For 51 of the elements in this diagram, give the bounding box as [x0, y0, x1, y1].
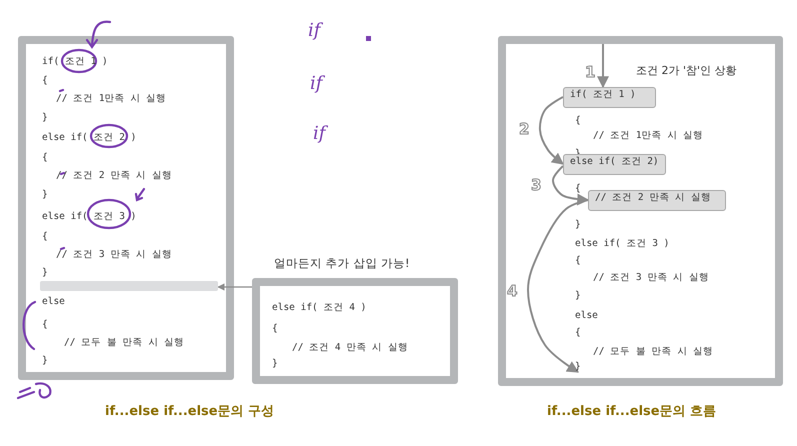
figure-caption: if...else if...else문의 구성 [105, 403, 274, 420]
code-line: // 조건 4 만족 시 실행 [292, 342, 408, 354]
code-line: { [42, 319, 48, 331]
code-line: else if( 조건 2 ) [42, 132, 136, 144]
code-line: } [575, 219, 581, 230]
step-number: 1 [585, 63, 596, 81]
insert-slot-bar [40, 281, 218, 291]
code-line: } [42, 267, 48, 279]
code-line: { [575, 327, 581, 338]
code-line: { [575, 255, 581, 266]
arrow [597, 44, 609, 88]
situation-note: 조건 2가 '참'인 상황 [636, 63, 737, 78]
code-line: // 조건 3 만족 시 실행 [593, 272, 709, 283]
code-line: else [42, 296, 65, 308]
arrow [538, 96, 564, 165]
code-line: } [272, 358, 278, 370]
code-line: // 조건 3 만족 시 실행 [56, 249, 172, 261]
code-line: else [575, 310, 598, 321]
code-panel [18, 36, 234, 380]
code-line: { [42, 152, 48, 164]
code-line: } [575, 361, 581, 372]
code-line: { [575, 183, 581, 194]
code-line: } [42, 355, 48, 367]
code-line: { [272, 323, 278, 335]
code-line: } [42, 112, 48, 124]
code-line: else if( 조건 3 ) [575, 238, 670, 249]
arrow [217, 283, 252, 291]
code-line: else if( 조건 4 ) [272, 302, 366, 314]
code-line: } [42, 189, 48, 201]
code-line: { [575, 115, 581, 126]
code-line: // 조건 1만족 시 실행 [56, 93, 166, 105]
code-line: // 모두 불 만족 시 실행 [64, 337, 184, 349]
handwritten-note: if [313, 123, 326, 144]
code-line: { [42, 231, 48, 243]
step-number: 4 [507, 282, 518, 300]
code-line: // 조건 1만족 시 실행 [593, 130, 704, 141]
insert-note: 얼마든지 추가 삽입 가능! [274, 256, 410, 271]
code-panel [498, 36, 783, 386]
code-line: // 조건 2 만족 시 실행 [56, 170, 172, 182]
arrow [552, 165, 590, 206]
step-number: 2 [519, 120, 530, 138]
code-panel [252, 278, 458, 384]
code-line: } [575, 290, 581, 301]
handwritten-note: if [308, 20, 320, 41]
figure-caption: if...else if...else문의 흐름 [547, 403, 716, 420]
code-line: { [42, 75, 48, 87]
handwritten-note: if [310, 73, 322, 94]
code-line: else if( 조건 3 ) [42, 211, 136, 223]
arrow [527, 199, 588, 373]
code-line: // 모두 불 만족 시 실행 [593, 346, 714, 357]
step-number: 3 [531, 176, 542, 194]
